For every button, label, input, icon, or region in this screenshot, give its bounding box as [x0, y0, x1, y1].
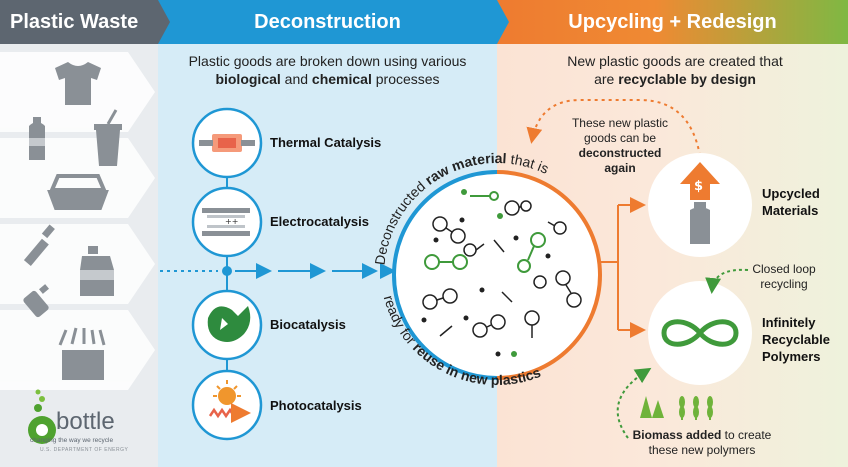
bottle-logo-name: bottle: [56, 408, 115, 435]
desc-text: New plastic goods are created that: [567, 53, 783, 69]
header-deconstruction: Deconstruction: [158, 0, 497, 44]
process-label-electro: Electrocatalysis: [270, 214, 370, 229]
biomass-text: to create: [721, 428, 772, 442]
output-text: Upcycled: [762, 186, 820, 201]
header-plastic-waste: Plastic Waste: [0, 0, 158, 44]
box-icon: [58, 327, 106, 380]
bag-icon: [23, 284, 49, 318]
loop-note: These new plastic goods can be deconstru…: [560, 116, 680, 176]
output-text: Recyclable: [762, 332, 830, 347]
wheat-icon: [640, 396, 713, 420]
svg-text:$: $: [694, 179, 703, 194]
bottle-logo-icon: [28, 389, 56, 444]
infinity-icon: [661, 319, 739, 347]
process-label-thermal: Thermal Catalysis: [270, 135, 382, 150]
closed-loop-text: Closed loop: [752, 262, 816, 276]
tube-icon: [23, 224, 55, 266]
header-arrow-tip: [497, 0, 509, 44]
header-upcycling: Upcycling + Redesign: [497, 0, 848, 44]
header-plastic-waste-title: Plastic Waste: [10, 11, 139, 33]
loop-note-bold: again: [604, 161, 636, 175]
biomass-bold: Biomass added: [632, 428, 722, 442]
arc-text: Deconstructed: [372, 175, 432, 266]
loop-note-text: goods can be: [583, 131, 657, 145]
desc-text: processes: [375, 71, 440, 87]
arc-text-bold: reuse in new plastics: [410, 339, 543, 388]
closed-loop-label: Closed loop recycling: [738, 262, 830, 292]
closed-loop-text: recycling: [760, 277, 808, 291]
desc-text: are: [594, 71, 615, 87]
output-text: Polymers: [762, 349, 821, 364]
biomass-text: these new polymers: [648, 443, 756, 457]
header-arrow-tip: [158, 0, 170, 44]
loop-note-text: These new plastic: [571, 116, 669, 130]
desc-text: Plastic goods are broken down using vari…: [188, 53, 467, 69]
desc-bold: chemical: [311, 71, 372, 87]
process-label-bio: Biocatalysis: [270, 317, 346, 332]
svg-text:++: ++: [225, 217, 238, 226]
jug-icon: [80, 246, 114, 296]
top-arc-text: Deconstructed raw material that is: [372, 150, 552, 266]
recyclable-polymers-label: Infinitely Recyclable Polymers: [762, 314, 830, 365]
bottom-arc-text: ready for reuse in new plastics: [381, 294, 543, 388]
desc-bold: biological: [215, 71, 281, 87]
heater-icon: [199, 134, 255, 152]
bottle-logo-tagline: changing the way we recycle: [30, 437, 114, 444]
desc-bold: recyclable by design: [618, 71, 756, 87]
clamshell-icon: [47, 174, 109, 210]
arc-text: that is: [506, 150, 551, 176]
cup-icon: [94, 109, 122, 166]
enzyme-icon: [207, 306, 251, 342]
upcycling-description: New plastic goods are created that are r…: [510, 52, 840, 88]
loop-note-bold: deconstructed: [578, 146, 662, 160]
output-text: Materials: [762, 203, 819, 218]
process-label-photo: Photocatalysis: [270, 398, 362, 413]
doe-label: U.S. DEPARTMENT OF ENERGY: [40, 447, 129, 453]
deconstruction-description: Plastic goods are broken down using vari…: [165, 52, 490, 88]
sun-icon: [208, 380, 251, 423]
tshirt-icon: [55, 62, 101, 105]
desc-text: and: [284, 71, 309, 87]
output-text: Infinitely: [762, 315, 816, 330]
header-deconstruction-title: Deconstruction: [254, 11, 401, 33]
molecule-graphics-green: [424, 191, 546, 273]
arc-text-bold: raw material: [422, 150, 507, 188]
dollar-arrow-icon: $: [680, 162, 720, 244]
arc-text: ready for: [381, 294, 422, 351]
molecule-graphics: [422, 200, 582, 338]
electrode-icon: ++: [202, 208, 250, 236]
header-upcycling-title: Upcycling + Redesign: [568, 11, 777, 33]
bottle-icon: [29, 117, 45, 160]
biomass-label: Biomass added to create these new polyme…: [632, 428, 772, 458]
upcycled-materials-label: Upcycled Materials: [762, 185, 820, 219]
